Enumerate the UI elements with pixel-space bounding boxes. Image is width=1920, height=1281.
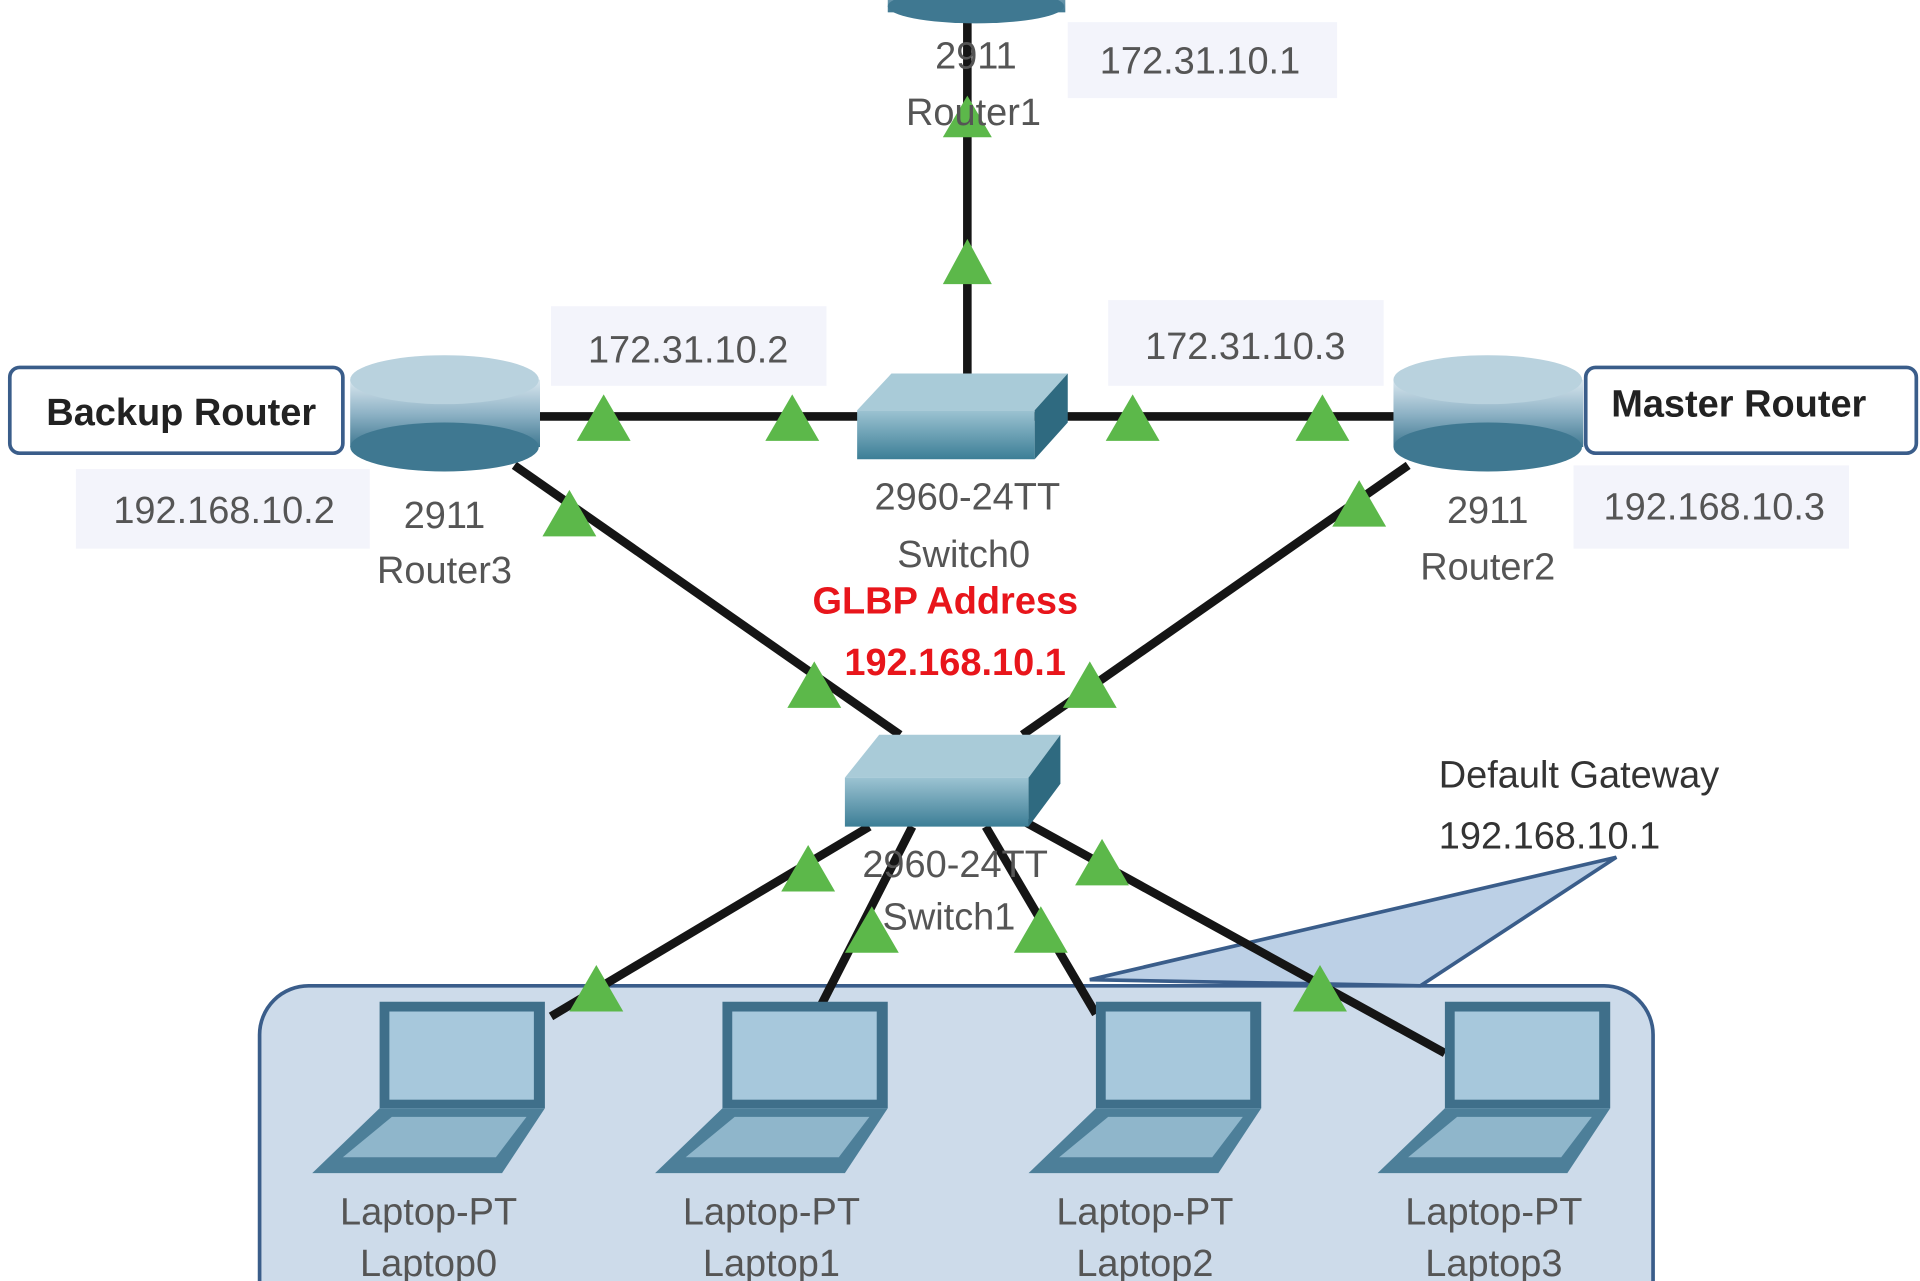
switch0[interactable]: 2960-24TT Switch0 [857,373,1068,576]
link-up-icon [765,394,820,441]
router2-model: 2911 [1447,490,1529,532]
link-up-icon [569,964,624,1012]
link-up-icon [787,661,842,708]
link-up-icon [1293,964,1347,1012]
router2-name: Router2 [1420,546,1555,588]
router1[interactable]: 172.31.10.1 2911 Router1 [887,0,1338,134]
laptop3[interactable]: Laptop-PT Laptop3 [1377,1001,1611,1281]
switch-icon [844,734,1061,778]
router-icon [1393,355,1583,405]
link-up-icon [1105,394,1160,441]
switch1[interactable]: 2960-24TT Switch1 [844,734,1061,939]
link-up-icon [942,238,992,285]
router1-model: 2911 [935,36,1017,78]
laptop-icon [1028,1001,1262,1174]
master-router-label-box [1583,365,1919,455]
glbp-title: GLBP Address [812,581,1078,623]
laptop-model: Laptop-PT [1405,1192,1582,1234]
link-up-icon [542,489,597,537]
laptop-model: Laptop-PT [683,1192,860,1234]
laptop-icon [312,1001,545,1174]
link-ip-router3: 172.31.10.2 [588,330,788,372]
switch0-model: 2960-24TT [875,476,1061,518]
links [511,0,1447,1057]
router1-name: Router1 [906,92,1041,134]
laptop2[interactable]: Laptop-PT Laptop2 [1028,1001,1262,1281]
gateway-ip: 192.168.10.1 [1439,816,1661,858]
gateway-callout-pointer [1089,855,1618,988]
router1-ip: 172.31.10.1 [1100,41,1300,83]
link-up-icon [1062,661,1117,708]
switch0-name: Switch0 [897,534,1030,576]
laptop-model: Laptop-PT [340,1192,517,1234]
router3-model: 2911 [404,495,486,537]
router-icon [350,355,539,405]
laptop-model: Laptop-PT [1056,1192,1233,1234]
laptop-name: Laptop1 [703,1243,840,1281]
router3[interactable]: Backup Router 192.168.10.2 2911 Router3 [7,355,540,592]
laptop0[interactable]: Laptop-PT Laptop0 [312,1001,545,1281]
gateway-title: Default Gateway [1439,754,1719,796]
master-router-label: Master Router [1611,383,1866,425]
link-status-indicators [542,95,1387,1012]
laptop-name: Laptop2 [1076,1243,1213,1281]
switch1-model: 2960-24TT [862,844,1048,886]
laptop-name: Laptop3 [1425,1243,1562,1281]
link-up-icon [1295,394,1350,441]
link-up-icon [942,95,992,138]
glbp-ip: 192.168.10.1 [844,642,1066,684]
link-up-icon [781,844,836,892]
switch-icon [857,373,1068,411]
backup-router-label: Backup Router [46,392,316,434]
router3-ip: 192.168.10.2 [113,490,335,532]
link-ip-router2: 172.31.10.3 [1145,326,1345,368]
laptop1[interactable]: Laptop-PT Laptop1 [655,1001,888,1281]
backup-router-label-box [7,365,345,455]
laptop-group-area [257,983,1655,1281]
link-up-icon [1332,480,1387,527]
router2[interactable]: Master Router 192.168.10.3 2911 Router2 [1393,355,1919,588]
link-up-icon [1013,906,1068,953]
switch1-name: Switch1 [883,896,1016,938]
link-up-icon [844,906,899,953]
router2-ip: 192.168.10.3 [1604,486,1826,528]
laptop-name: Laptop0 [360,1243,497,1281]
laptop-icon [1377,1001,1611,1174]
laptop-icon [655,1001,888,1174]
router3-name: Router3 [377,550,512,592]
link-up-icon [576,394,631,441]
link-up-icon [1075,838,1129,886]
